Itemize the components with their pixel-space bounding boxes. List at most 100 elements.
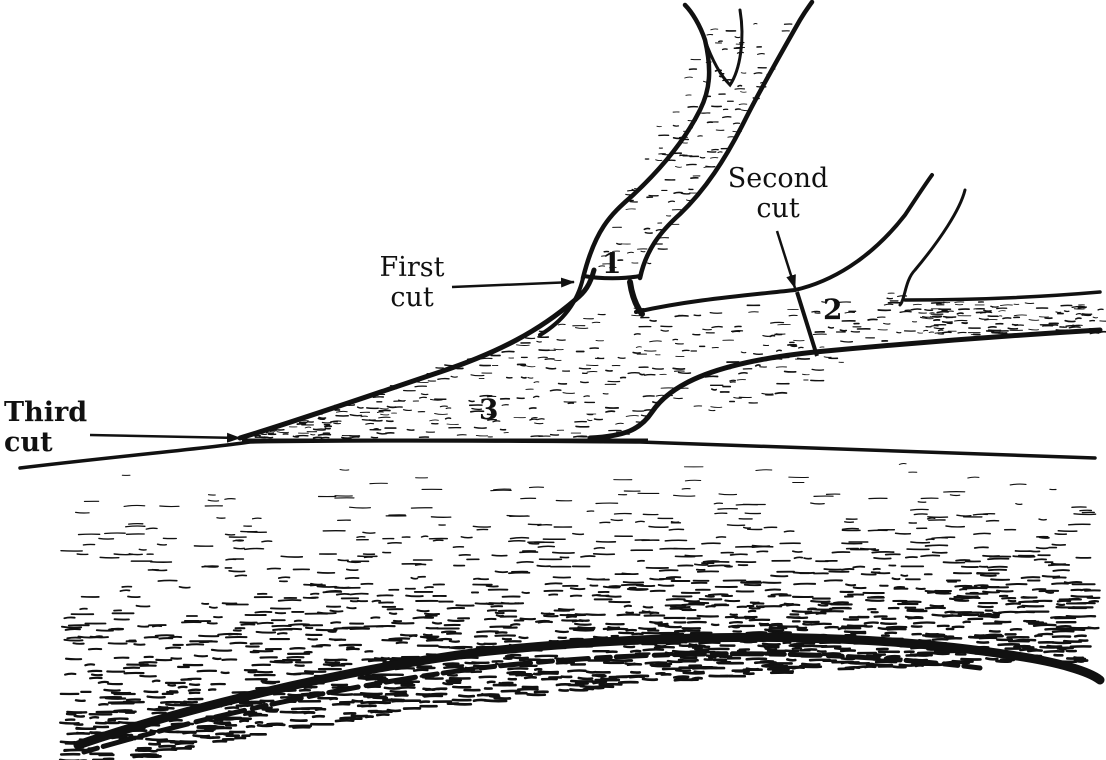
- bark-stroke: [338, 560, 348, 561]
- bark-stroke: [693, 678, 702, 679]
- bark-stroke: [584, 689, 593, 690]
- bark-stroke: [420, 397, 427, 398]
- bark-stroke: [576, 328, 588, 329]
- bark-stroke: [841, 650, 855, 651]
- bark-stroke: [711, 29, 718, 30]
- bark-stroke: [573, 621, 583, 622]
- bark-stroke: [1046, 592, 1053, 593]
- bark-stroke: [900, 665, 914, 666]
- bark-stroke: [1029, 320, 1039, 321]
- bark-stroke: [534, 382, 539, 383]
- bark-stroke: [741, 92, 747, 93]
- bark-stroke: [66, 659, 81, 660]
- bark-stroke: [988, 559, 1009, 560]
- bark-stroke: [120, 590, 129, 591]
- bark-stroke: [537, 341, 541, 342]
- bark-stroke: [777, 632, 791, 633]
- bark-stroke: [99, 704, 107, 705]
- bark-stroke: [407, 430, 414, 431]
- bark-stroke: [645, 233, 652, 234]
- bark-stroke: [539, 622, 552, 623]
- bark-stroke: [166, 647, 180, 648]
- bark-stroke: [730, 622, 742, 623]
- bark-stroke: [305, 427, 311, 428]
- bark-stroke: [367, 679, 388, 680]
- bark-stroke: [706, 606, 715, 607]
- bark-stroke: [794, 584, 815, 585]
- bark-stroke: [756, 365, 760, 366]
- bark-stroke: [179, 687, 187, 688]
- bark-stroke: [574, 630, 593, 631]
- bark-stroke: [918, 653, 926, 654]
- bark-stroke: [507, 655, 520, 656]
- bark-stroke: [835, 648, 850, 649]
- bark-stroke: [558, 324, 565, 325]
- bark-stroke: [538, 357, 547, 358]
- bark-stroke: [636, 347, 641, 348]
- bark-stroke: [326, 591, 341, 592]
- bark-stroke: [1040, 537, 1050, 538]
- bark-stroke: [1043, 576, 1060, 577]
- bark-stroke: [625, 606, 631, 607]
- bark-stroke: [1065, 321, 1075, 322]
- bark-stroke: [371, 711, 381, 712]
- bark-stroke: [1076, 318, 1081, 319]
- bark-stroke: [186, 746, 194, 747]
- bark-stroke: [978, 606, 992, 607]
- bark-stroke: [525, 677, 536, 678]
- bark-stroke: [753, 546, 770, 547]
- bark-stroke: [542, 613, 550, 614]
- bark-stroke: [884, 323, 890, 324]
- bark-stroke: [610, 678, 616, 679]
- bark-stroke: [653, 368, 664, 369]
- bark-stroke: [908, 618, 922, 619]
- bark-stroke: [667, 599, 685, 600]
- bark-stroke: [673, 368, 684, 369]
- bark-stroke: [180, 587, 190, 588]
- bark-stroke: [802, 664, 819, 665]
- upright-branch-left-edge: [583, 5, 709, 278]
- bark-stroke: [884, 304, 892, 305]
- bark-stroke: [587, 672, 596, 673]
- bark-stroke: [350, 507, 371, 508]
- bark-stroke: [595, 419, 603, 420]
- bark-stroke: [581, 556, 595, 557]
- bark-stroke: [75, 716, 84, 717]
- bark-stroke: [279, 577, 290, 578]
- bark-stroke: [535, 669, 541, 670]
- bark-stroke: [846, 584, 855, 585]
- bark-stroke: [1089, 601, 1098, 602]
- bark-stroke: [709, 410, 715, 411]
- bark-stroke: [685, 480, 700, 481]
- bark-stroke: [440, 406, 447, 407]
- bark-stroke: [263, 709, 278, 710]
- bark-stroke: [793, 648, 801, 649]
- bark-stroke: [688, 622, 706, 623]
- bark-stroke: [584, 396, 589, 397]
- bark-stroke: [933, 552, 947, 553]
- bark-stroke: [984, 310, 991, 311]
- bark-stroke: [675, 680, 693, 681]
- bark-stroke: [759, 646, 779, 647]
- bark-stroke: [388, 710, 400, 711]
- bark-stroke: [712, 624, 718, 625]
- bark-stroke: [650, 320, 656, 321]
- bark-stroke: [258, 623, 273, 624]
- bark-stroke: [411, 578, 417, 579]
- bark-stroke: [741, 352, 746, 353]
- bark-stroke: [437, 639, 452, 640]
- bark-stroke: [723, 117, 731, 118]
- bark-stroke: [975, 585, 988, 586]
- bark-stroke: [421, 394, 428, 395]
- bark-stroke: [65, 674, 75, 675]
- bark-stroke: [626, 663, 635, 664]
- bark-stroke: [597, 595, 609, 596]
- bark-stroke: [997, 591, 1013, 592]
- bark-stroke: [340, 645, 361, 646]
- bark-stroke: [795, 557, 803, 558]
- bark-stroke: [981, 312, 992, 313]
- bark-stroke: [955, 320, 967, 321]
- bark-stroke: [674, 495, 695, 496]
- bark-stroke: [420, 702, 429, 703]
- bark-stroke: [840, 330, 846, 331]
